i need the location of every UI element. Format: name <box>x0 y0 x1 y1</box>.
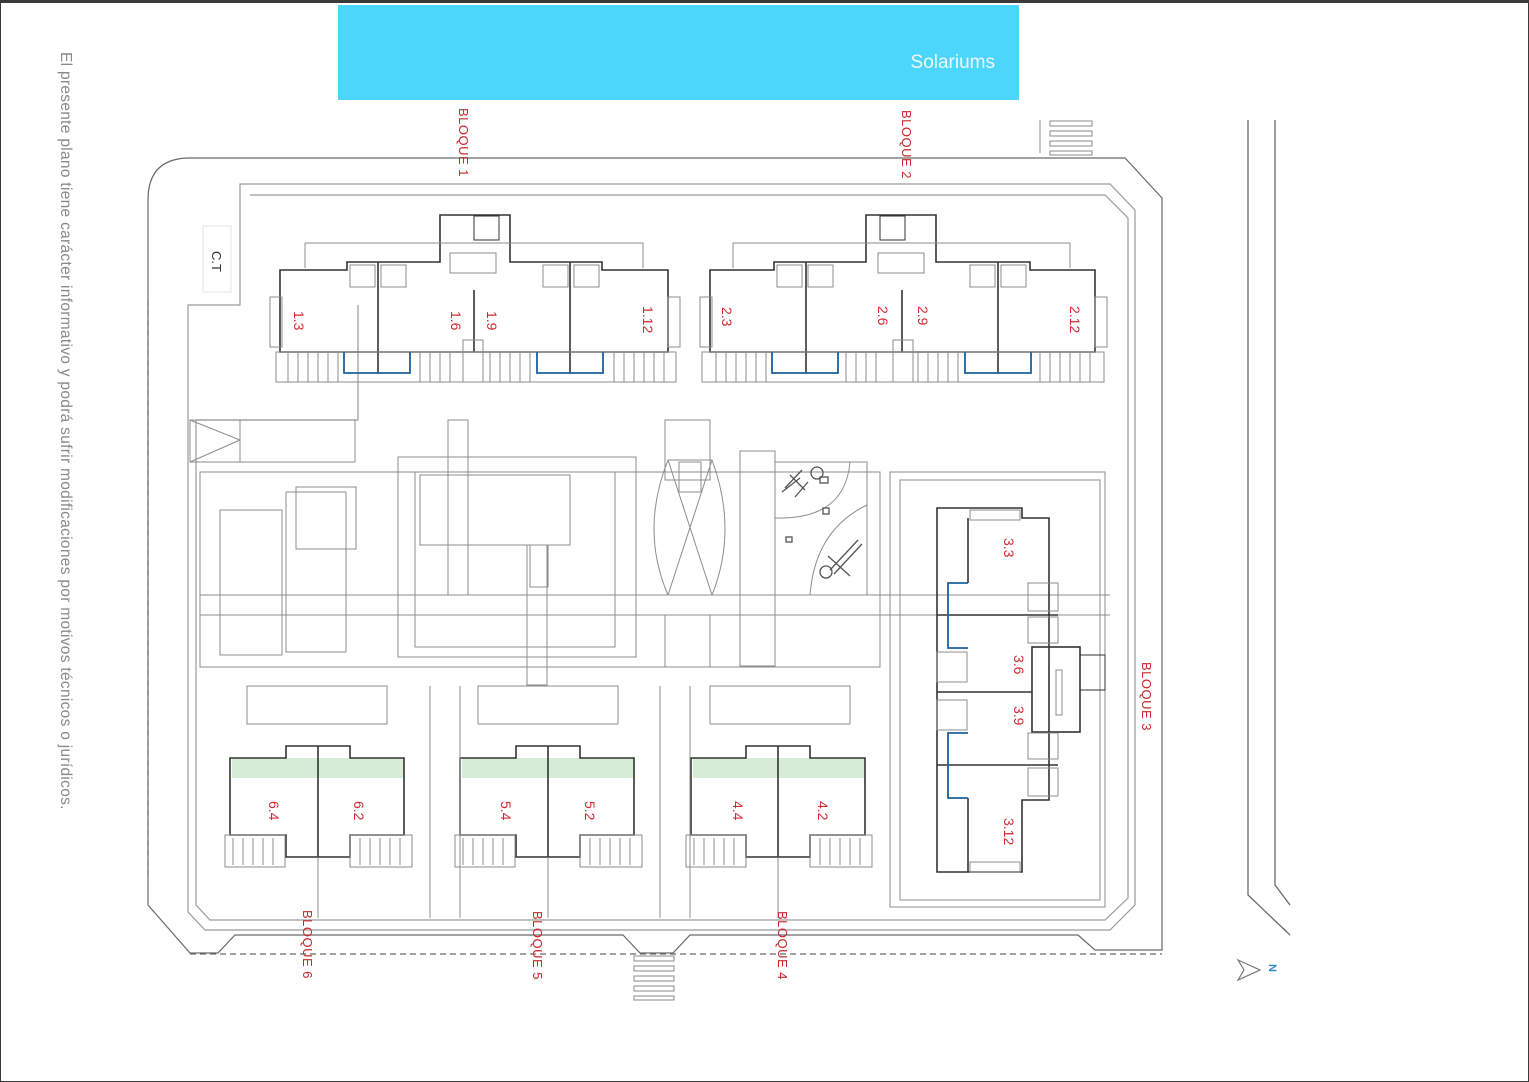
bloque-1-label: BLOQUE 1 <box>456 108 471 178</box>
bloque-1-details <box>269 242 681 383</box>
unit-3-3[interactable]: 3.3 <box>1001 538 1017 558</box>
bottom-dividers <box>317 686 779 918</box>
bloque-5-plan <box>454 685 643 868</box>
unit-5-4[interactable]: 5.4 <box>498 801 514 821</box>
unit-6-4[interactable]: 6.4 <box>266 801 282 821</box>
bloque-3-pools <box>947 582 968 799</box>
site-outer-boundary <box>147 157 1163 954</box>
bloque-4-plan <box>685 685 873 868</box>
north-label: N <box>1265 964 1278 972</box>
bloque-2-details <box>699 242 1108 383</box>
crosswalk-bottom <box>633 955 675 1001</box>
side-road <box>1247 120 1291 936</box>
bloque-3-plan <box>936 507 1106 873</box>
crosswalk-top <box>1039 120 1093 156</box>
unit-3-9[interactable]: 3.9 <box>1011 706 1027 726</box>
unit-5-2[interactable]: 5.2 <box>582 801 598 821</box>
playground-equipment-icon <box>781 466 863 579</box>
unit-2-12[interactable]: 2.12 <box>1067 306 1083 334</box>
bloque-2-label: BLOQUE 2 <box>899 110 914 180</box>
bloque-3-label: BLOQUE 3 <box>1139 662 1154 732</box>
north-arrow-icon <box>1236 958 1262 982</box>
bloque-4-label: BLOQUE 4 <box>775 911 790 981</box>
bloque-1-plan <box>279 214 669 373</box>
disclaimer-text: El presente plano tiene carácter informa… <box>57 52 74 810</box>
bloque-2-plan <box>709 214 1096 373</box>
bloque-6-plan <box>224 685 413 868</box>
unit-1-6[interactable]: 1.6 <box>448 311 464 331</box>
solariums-banner: Solariums <box>338 5 1019 100</box>
unit-1-3[interactable]: 1.3 <box>291 311 307 331</box>
unit-2-3[interactable]: 2.3 <box>719 307 735 327</box>
common-area <box>189 419 1110 908</box>
bloque-5-label: BLOQUE 5 <box>530 911 545 981</box>
bloque-2-pools <box>771 352 1032 374</box>
solariums-label: Solariums <box>910 52 995 73</box>
unit-1-12[interactable]: 1.12 <box>640 306 656 334</box>
unit-1-9[interactable]: 1.9 <box>484 311 500 331</box>
unit-4-4[interactable]: 4.4 <box>730 801 746 821</box>
unit-2-9[interactable]: 2.9 <box>915 306 931 326</box>
plot-boundary <box>187 183 1136 931</box>
bloque-1-pools <box>343 352 604 374</box>
unit-3-6[interactable]: 3.6 <box>1011 655 1027 675</box>
ct-transformer-box <box>202 225 232 293</box>
bloque-3-details <box>936 509 1063 873</box>
bloque-6-label: BLOQUE 6 <box>300 910 315 980</box>
ct-label: C.T <box>209 251 224 272</box>
unit-6-2[interactable]: 6.2 <box>351 801 367 821</box>
unit-2-6[interactable]: 2.6 <box>875 306 891 326</box>
unit-3-12[interactable]: 3.12 <box>1001 818 1017 846</box>
unit-4-2[interactable]: 4.2 <box>815 801 831 821</box>
